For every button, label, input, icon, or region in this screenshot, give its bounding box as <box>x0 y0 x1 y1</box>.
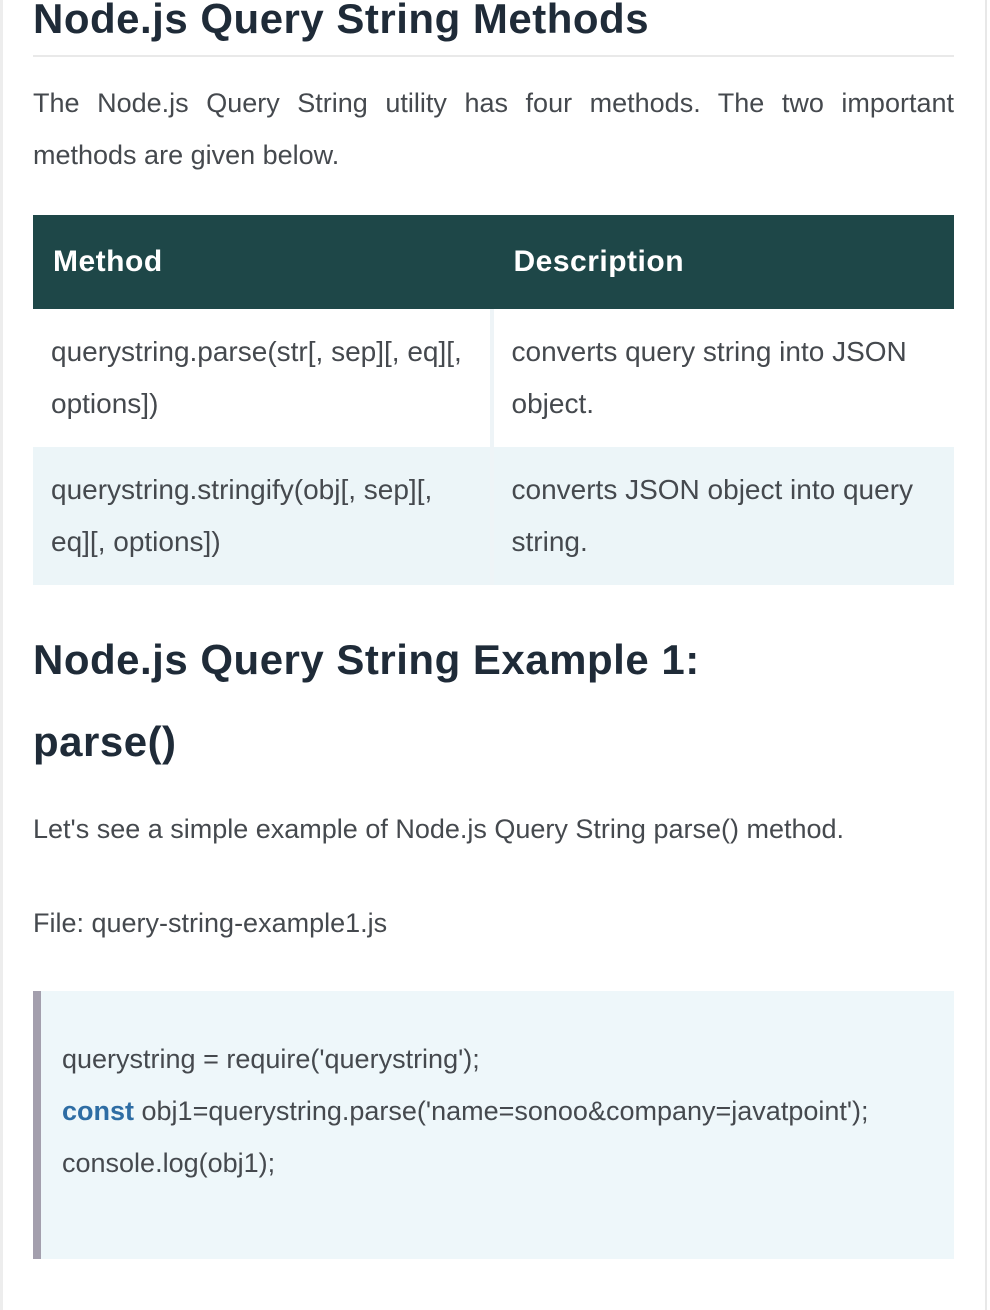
code-line: console.log(obj1); <box>62 1137 934 1189</box>
table-row: querystring.stringify(obj[, sep][, eq][,… <box>33 447 954 585</box>
page-title: Node.js Query String Methods <box>33 0 954 57</box>
code-keyword: const <box>62 1096 135 1126</box>
code-text: obj1=querystring.parse('name=sonoo&compa… <box>134 1096 869 1126</box>
code-text: querystring = require('querystring'); <box>62 1044 480 1074</box>
table-row: querystring.parse(str[, sep][, eq][, opt… <box>33 309 954 447</box>
section-title: Node.js Query String Example 1: parse() <box>33 619 954 783</box>
file-label: File: query-string-example1.js <box>33 908 388 938</box>
method-cell: querystring.stringify(obj[, sep][, eq][,… <box>33 447 494 585</box>
table-header-row: Method Description <box>33 215 954 309</box>
description-cell: converts JSON object into query string. <box>493 447 954 585</box>
method-cell: querystring.parse(str[, sep][, eq][, opt… <box>33 309 494 447</box>
column-header-method: Method <box>33 215 494 309</box>
code-block: querystring = require('querystring'); co… <box>33 991 954 1259</box>
section-title-line-1: Node.js Query String Example 1: <box>33 636 700 683</box>
section-paragraph: Let's see a simple example of Node.js Qu… <box>33 814 845 844</box>
intro-paragraph: The Node.js Query String utility has fou… <box>33 88 954 170</box>
methods-table: Method Description querystring.parse(str… <box>33 215 954 585</box>
section-title-line-2: parse() <box>33 718 177 765</box>
description-cell: converts query string into JSON object. <box>493 309 954 447</box>
code-text: console.log(obj1); <box>62 1148 276 1178</box>
code-line: querystring = require('querystring'); <box>62 1033 934 1085</box>
column-header-description: Description <box>493 215 954 309</box>
code-line: const obj1=querystring.parse('name=sonoo… <box>62 1085 934 1137</box>
